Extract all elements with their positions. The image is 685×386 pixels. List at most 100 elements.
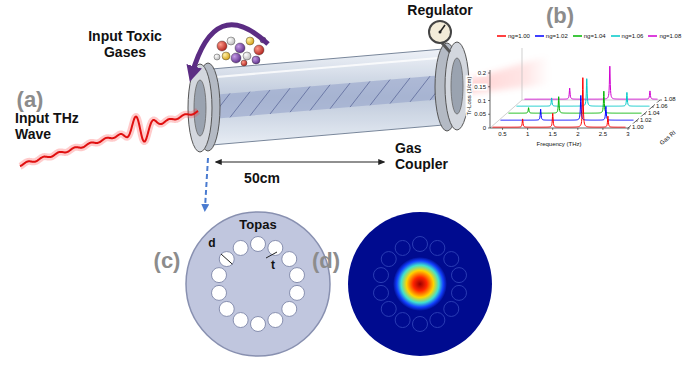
diameter-mark bbox=[221, 254, 232, 264]
fiber-helix bbox=[390, 78, 410, 104]
fiber-core-body bbox=[200, 74, 455, 120]
chart-tick bbox=[652, 107, 654, 108]
legend-text: ng=1.06 bbox=[622, 33, 644, 40]
chart-legend: ng=1.00ng=1.02ng=1.04ng=1.06ng=1.08 bbox=[496, 33, 682, 40]
gas-molecule bbox=[254, 45, 264, 55]
axis-title: Tr-Loss (1/cm) bbox=[466, 76, 473, 117]
annotation: Input Toxic Gases bbox=[79, 28, 171, 60]
gas-molecule bbox=[246, 37, 254, 45]
right-flange-window bbox=[451, 58, 463, 114]
air-hole bbox=[212, 268, 227, 283]
gas-molecule bbox=[227, 37, 235, 45]
legend-line-sample bbox=[497, 33, 506, 39]
legend-line-sample bbox=[573, 33, 582, 39]
legend-entry: ng=1.02 bbox=[535, 33, 568, 40]
fiber-helix bbox=[270, 88, 290, 114]
dimension-arrow bbox=[216, 161, 384, 162]
chart-tick bbox=[660, 100, 662, 101]
chart-tick bbox=[636, 121, 638, 122]
annotation: Gas Coupler bbox=[395, 140, 457, 172]
material-label: Topas bbox=[239, 218, 276, 233]
tick-label: 3 bbox=[625, 131, 630, 138]
chart-axis bbox=[490, 70, 491, 128]
regulator-gauge bbox=[429, 21, 451, 43]
air-hole-outline bbox=[395, 313, 410, 328]
air-hole bbox=[219, 301, 234, 316]
legend-text: ng=1.00 bbox=[508, 33, 530, 40]
chart-axis bbox=[490, 100, 522, 128]
air-hole bbox=[233, 240, 248, 255]
legend-line bbox=[573, 36, 582, 38]
loss-spectrum bbox=[501, 95, 634, 120]
gauge-stem bbox=[442, 43, 450, 52]
chart-ground bbox=[470, 30, 683, 148]
tick-label: 2.5 bbox=[598, 131, 608, 138]
air-hole-outline bbox=[381, 301, 396, 316]
axis-title: Frequency (THz) bbox=[535, 141, 582, 148]
gas-molecule bbox=[217, 41, 227, 51]
air-hole bbox=[251, 317, 266, 332]
legend-entry: ng=1.06 bbox=[611, 33, 644, 40]
air-hole bbox=[233, 313, 248, 328]
air-hole-outline bbox=[444, 252, 459, 267]
tick-label: 1.5 bbox=[548, 131, 558, 138]
tick-label: 0.5 bbox=[497, 131, 507, 138]
loss-spectrum bbox=[493, 78, 626, 128]
fiber-helix bbox=[330, 83, 350, 109]
tick-label: 2 bbox=[575, 131, 580, 138]
gas-molecule bbox=[243, 52, 251, 60]
axis-title: Gas RI bbox=[658, 129, 678, 148]
chart-tick bbox=[488, 73, 490, 74]
dimension-symbol: t bbox=[271, 259, 275, 273]
panel-label: (d) bbox=[312, 248, 340, 273]
legend-line-sample bbox=[535, 33, 544, 39]
tick-label: 1 bbox=[525, 131, 530, 138]
gas-inlet-arrow bbox=[192, 25, 268, 74]
core-mode bbox=[393, 257, 447, 311]
fiber-helix bbox=[410, 76, 430, 102]
chart-tick bbox=[628, 128, 630, 129]
strut-mark bbox=[266, 252, 277, 258]
fiber-helix bbox=[290, 87, 310, 113]
air-hole bbox=[212, 285, 227, 300]
chart-tick bbox=[488, 100, 490, 101]
tick-label: 0.1 bbox=[477, 97, 487, 104]
tick-label: 1.08 bbox=[663, 96, 677, 103]
air-hole-outline bbox=[413, 317, 428, 332]
gauge-pivot bbox=[439, 31, 442, 34]
chart-tick bbox=[644, 114, 646, 115]
air-hole-outline bbox=[413, 237, 428, 252]
air-hole-outline bbox=[430, 240, 445, 255]
fiber-helix bbox=[350, 81, 370, 107]
air-hole bbox=[282, 301, 297, 316]
air-hole-outline bbox=[374, 268, 389, 283]
air-hole-outline bbox=[444, 301, 459, 316]
air-hole bbox=[289, 268, 304, 283]
legend-line bbox=[497, 36, 506, 38]
legend-line bbox=[611, 36, 620, 38]
tick-label: 1.06 bbox=[655, 103, 669, 110]
mode-field-ground bbox=[348, 212, 492, 356]
gas-molecule bbox=[235, 43, 245, 53]
legend-line-sample bbox=[611, 33, 620, 39]
gas-molecule bbox=[231, 53, 241, 63]
legend-line-sample bbox=[648, 33, 657, 39]
gas-molecule bbox=[222, 52, 230, 60]
tick-label: 0 bbox=[482, 125, 487, 132]
chart-tick bbox=[488, 86, 490, 87]
air-hole bbox=[219, 252, 234, 267]
tick-label: 1.00 bbox=[631, 124, 645, 131]
gas-molecule bbox=[214, 54, 220, 60]
air-hole-outline bbox=[374, 285, 389, 300]
legend-text: ng=1.08 bbox=[659, 33, 681, 40]
legend-line bbox=[648, 36, 657, 38]
tick-label: 0.15 bbox=[473, 83, 487, 90]
legend-line bbox=[535, 36, 544, 38]
chart-tick bbox=[488, 114, 490, 115]
air-hole bbox=[289, 285, 304, 300]
air-hole-outline bbox=[430, 313, 445, 328]
fiber-helix bbox=[310, 85, 330, 111]
gas-molecule bbox=[241, 60, 247, 66]
